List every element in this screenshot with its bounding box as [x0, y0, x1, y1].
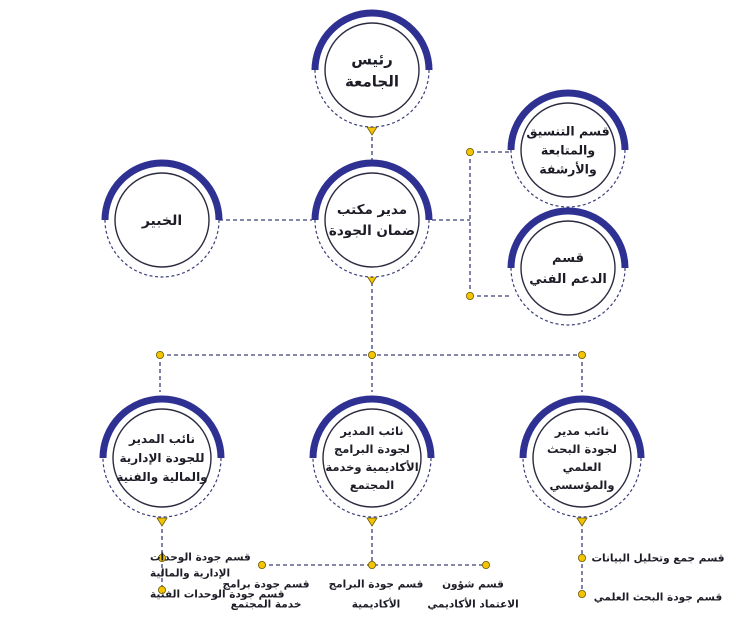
- org-nodes: رئيس الجامعة مدير مكتب ضمان الجودة الخبير قسم…: [99, 9, 645, 518]
- node-deputy-admin: نائب المدير للجودة الإدارية والمالية والفن…: [99, 395, 225, 518]
- leaf-data-collection: قسم جمع وتحليل البيانات: [591, 553, 724, 565]
- node-label-line: والمتابعة: [541, 142, 595, 157]
- node-label-line: لجودة البرامج: [334, 442, 410, 457]
- leaf-label-line: الأكاديمية: [352, 598, 401, 611]
- node-label-line: ضمان الجودة: [329, 223, 415, 239]
- connector-arrow: [366, 517, 378, 527]
- connector-dot: [481, 561, 490, 570]
- node-label-line: نائب المدير: [339, 424, 403, 438]
- leaf-label-line: قسم جمع وتحليل البيانات: [591, 553, 724, 565]
- connector-dot: [157, 586, 166, 595]
- node-president: رئيس الجامعة: [311, 9, 433, 128]
- node-tech-support: قسم الدعم الفني: [507, 207, 629, 326]
- node-label-line: المجتمع: [350, 478, 395, 492]
- connector-arrow: [576, 517, 588, 527]
- leaf-label-line: قسم جودة الوحدات الفنية: [150, 589, 285, 601]
- leaf-community-programs-quality: قسم جودة برامج خدمة المجتمع: [223, 579, 310, 611]
- leaf-label-line: قسم جودة الوحدات: [150, 552, 251, 564]
- node-label-line: لجودة البحث: [547, 442, 617, 457]
- node-label-line: نائب مدير: [554, 424, 609, 438]
- leaf-label-line: الإدارية والمالية: [150, 568, 230, 580]
- leaf-research-quality: قسم جودة البحث العلمي: [594, 592, 723, 604]
- connector-dot: [578, 554, 587, 563]
- node-deputy-research: نائب مدير لجودة البحث العلمي والمؤسسي: [519, 395, 645, 518]
- connector-dot: [578, 350, 587, 359]
- node-expert: الخبير: [101, 159, 223, 278]
- leaf-admin-units-quality: قسم جودة الوحدات الإدارية والمالية: [150, 552, 251, 580]
- connector-dot: [257, 561, 266, 570]
- connector-dot: [578, 590, 587, 599]
- node-coordination: قسم التنسيق والمتابعة والأرشفة: [507, 89, 629, 208]
- connector-dot: [367, 350, 376, 359]
- leaf-label-line: قسم جودة البرامج: [329, 579, 424, 591]
- node-deputy-programs: نائب المدير لجودة البرامج الأكاديمية وخدمة…: [309, 395, 435, 518]
- node-label-line: العلمي: [563, 460, 602, 474]
- connector-lines: [155, 126, 588, 599]
- leaf-tech-units-quality: قسم جودة الوحدات الفنية: [150, 589, 285, 601]
- node-label-line: الدعم الفني: [529, 272, 607, 287]
- node-label-line: مدير مكتب: [337, 202, 407, 218]
- connector-dot: [157, 554, 166, 563]
- leaf-academic-programs-quality: قسم جودة البرامج الأكاديمية: [329, 579, 424, 611]
- leaf-academic-accreditation: قسم شؤون الاعتماد الأكاديمي: [427, 579, 518, 611]
- node-label-line: والمالية والفنية: [116, 470, 207, 485]
- leaf-label-line: خدمة المجتمع: [231, 599, 302, 611]
- connector-dot: [155, 350, 164, 359]
- node-label-line: قسم: [552, 251, 584, 266]
- node-label-line: قسم التنسيق: [526, 123, 609, 138]
- node-label-line: والأرشفة: [539, 161, 596, 176]
- connector-dot: [465, 291, 474, 300]
- leaf-label-line: الاعتماد الأكاديمي: [427, 598, 518, 611]
- node-label-line: والمؤسسي: [550, 478, 615, 493]
- node-label-line: الخبير: [141, 213, 182, 229]
- leaf-label-line: قسم جودة البحث العلمي: [594, 592, 723, 604]
- connector-dot: [465, 147, 474, 156]
- node-label-line: الجامعة: [345, 72, 399, 90]
- connector-arrow: [156, 517, 168, 527]
- node-label-line: نائب المدير: [128, 432, 195, 446]
- leaf-label-line: قسم جودة برامج: [223, 579, 310, 591]
- node-qa-director: مدير مكتب ضمان الجودة: [311, 159, 433, 278]
- node-label-line: للجودة الإدارية: [119, 451, 204, 466]
- node-label-line: الأكاديمية وخدمة: [325, 460, 418, 475]
- connector-arrow: [366, 126, 378, 136]
- connector-dot: [367, 561, 376, 570]
- leaf-label-line: قسم شؤون: [442, 579, 504, 591]
- node-label-line: رئيس: [351, 50, 393, 68]
